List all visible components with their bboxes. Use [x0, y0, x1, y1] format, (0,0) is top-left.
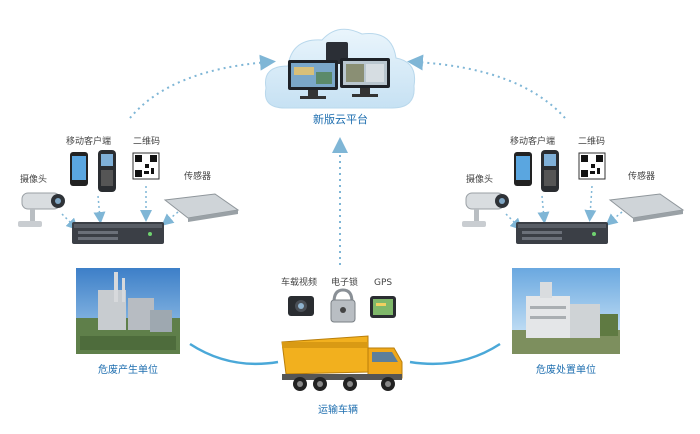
platform-label: 新版云平台 — [313, 113, 368, 126]
monitor-icon — [288, 60, 338, 99]
right-unit-label: 危废处置单位 — [536, 365, 596, 376]
left-camera-label: 摄像头 — [20, 175, 48, 185]
arrow-sensor-to-server — [161, 211, 179, 226]
camera-icon-right — [462, 192, 509, 227]
lock-icon — [330, 288, 356, 323]
left-unit-label: 危废产生单位 — [98, 365, 158, 376]
gps-label: GPS — [374, 278, 393, 288]
scale-sensor-icon — [163, 193, 240, 222]
qrcode-icon — [132, 152, 160, 180]
arrow-left-to-cloud — [129, 54, 276, 119]
phone-icon-right — [514, 152, 532, 186]
monitor-icon-2 — [340, 58, 390, 97]
left-mobile-label: 移动客户端 — [66, 137, 112, 147]
right-mobile-label: 移动客户端 — [510, 137, 556, 147]
arrow-phone-to-server — [93, 195, 106, 224]
right-sensor-label: 传感器 — [628, 172, 656, 182]
truck-icon — [281, 335, 403, 391]
dashcam-label: 车载视频 — [281, 278, 318, 288]
qrcode-icon-right — [578, 152, 606, 180]
server-icon — [72, 222, 164, 244]
link-truck-to-disposal — [409, 342, 501, 366]
arrow-right-to-cloud — [407, 54, 566, 119]
camera-icon — [18, 192, 65, 227]
dashcam-icon — [288, 296, 314, 316]
link-factory-to-truck — [189, 342, 279, 366]
phone-icon — [70, 152, 88, 186]
elock-label: 电子锁 — [331, 278, 359, 288]
right-qrcode-label: 二维码 — [578, 137, 606, 147]
gps-icon — [370, 296, 396, 318]
arrow-qr-to-server-right — [584, 185, 597, 222]
right-camera-label: 摄像头 — [466, 175, 494, 185]
scale-sensor-icon-right — [608, 193, 685, 222]
left-sensor-label: 传感器 — [184, 172, 212, 182]
left-qrcode-label: 二维码 — [133, 137, 161, 147]
handheld-icon — [98, 150, 116, 192]
handheld-icon-right — [541, 150, 559, 192]
server-icon-right — [516, 222, 608, 244]
factory-image — [76, 268, 180, 354]
truck-label: 运输车辆 — [318, 405, 358, 416]
arrow-phone-to-server-right — [537, 195, 550, 224]
disposal-plant-image — [512, 268, 620, 354]
arrow-sensor-to-server-right — [605, 211, 623, 226]
